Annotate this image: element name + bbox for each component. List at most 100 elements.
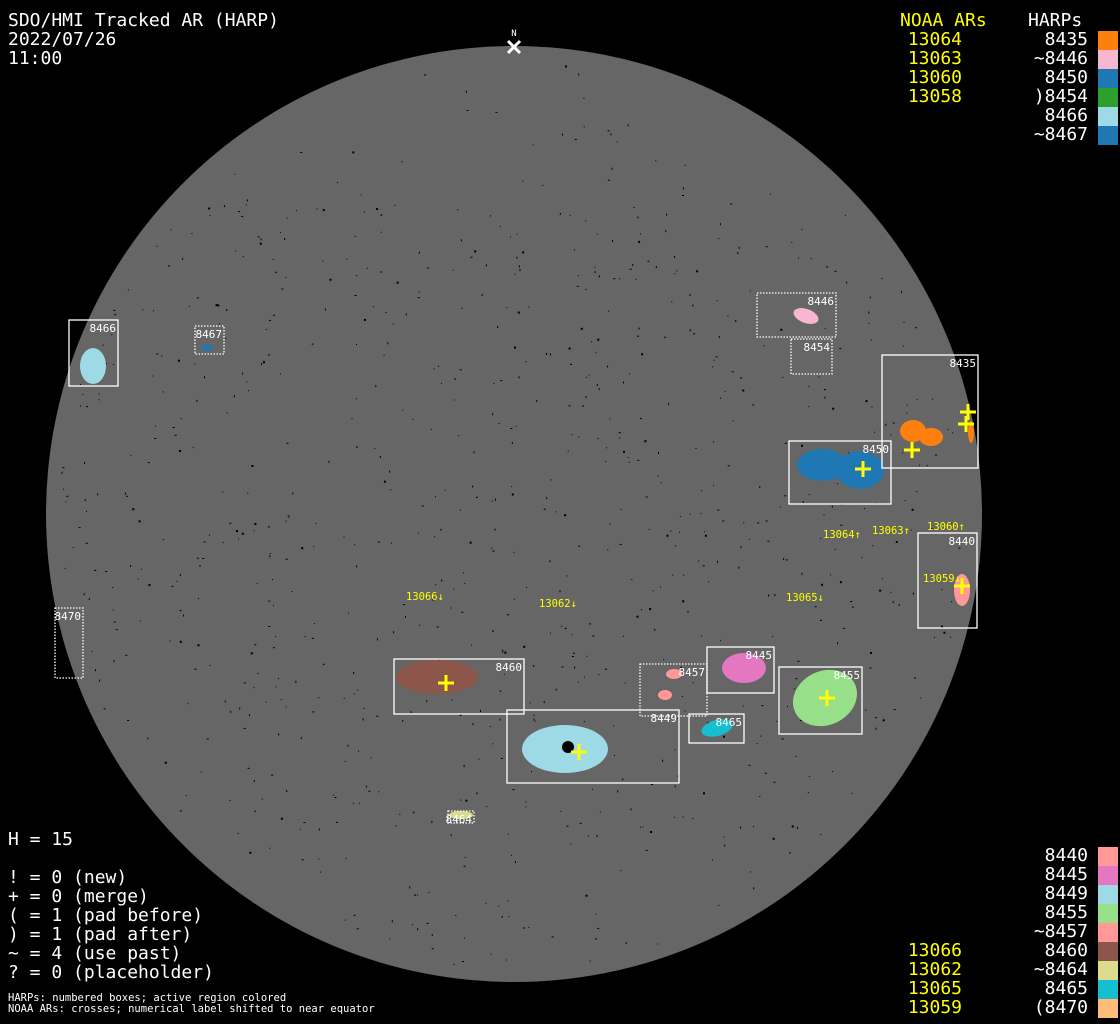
legend-harp: ~8467: [1033, 124, 1088, 145]
harp-box-8454: 8454: [790, 338, 833, 375]
legend-noaa: [900, 922, 962, 941]
harp-header: HARPs: [1028, 10, 1083, 31]
sunspot: [562, 741, 574, 753]
noaa-label: 13063↑: [872, 525, 910, 537]
region-8466: [80, 348, 106, 384]
legend-swatch: [1098, 942, 1118, 961]
noaa-label: 13066↓: [406, 591, 444, 603]
noaa-cross-icon: [855, 461, 871, 477]
harp-box-label: 8446: [808, 295, 835, 308]
region-8467: [201, 345, 213, 351]
noaa-cross-icon: [571, 744, 587, 760]
plot-title: SDO/HMI Tracked AR (HARP): [8, 10, 279, 31]
legend-harp: 8445: [1044, 864, 1088, 885]
harp-box-8445: 8445: [706, 646, 775, 694]
legend-harp: 8466: [1044, 105, 1088, 126]
legend-noaa: 13059: [907, 997, 962, 1018]
harp-box-label: 8460: [496, 661, 523, 674]
stat-line: ? = 0 (placeholder): [8, 962, 214, 983]
legend-noaa: [900, 884, 962, 903]
region-8450a: [797, 449, 847, 481]
north-marker-icon: [506, 39, 522, 55]
harp-box-8449: 8449: [506, 709, 680, 784]
noaa-label: 13062↓: [539, 598, 577, 610]
legend-noaa: 13064: [907, 29, 962, 50]
north-label: N: [511, 29, 516, 39]
legend-noaa: 13063: [907, 48, 962, 69]
harp-box-8450: 8450: [788, 440, 892, 505]
legend-swatch: [1098, 885, 1118, 904]
noaa-cross-icon: [819, 690, 835, 706]
noaa-label: 13059↓: [923, 573, 961, 585]
harp-box-8470: 8470: [54, 607, 84, 679]
region-8464: [449, 811, 473, 819]
noaa-cross-icon: [960, 404, 976, 420]
legend-harp: ~8457: [1033, 921, 1088, 942]
noaa-label: 13064↑: [823, 529, 861, 541]
legend-noaa: 13065: [907, 978, 962, 999]
legend-swatch: [1098, 904, 1118, 923]
noaa-cross-icon: [438, 675, 454, 691]
plot-date: 2022/07/26: [8, 29, 117, 50]
harp-box-label: 8454: [804, 341, 831, 354]
region-8435c: [968, 421, 974, 443]
harp-box-label: 8440: [949, 535, 976, 548]
legend-harp: 8449: [1044, 883, 1088, 904]
legend-harp: 8465: [1044, 978, 1088, 999]
note-harps: HARPs: numbered boxes; active region col…: [8, 992, 287, 1004]
stat-line: ) = 1 (pad after): [8, 924, 193, 945]
legend-swatch: [1098, 50, 1118, 69]
legend-swatch: [1098, 980, 1118, 999]
region-8460: [396, 660, 478, 694]
noaa-cross-icon: [958, 416, 974, 432]
legend-harp: 8455: [1044, 902, 1088, 923]
harp-box-8464: 8464: [446, 810, 475, 826]
legend-noaa: 13066: [907, 940, 962, 961]
legend-harp: ~8464: [1033, 959, 1088, 980]
legend-noaa: [900, 903, 962, 922]
harp-box-label: 8470: [55, 610, 82, 623]
harp-box-8466: 8466: [68, 319, 119, 387]
legend-swatch: [1098, 923, 1118, 942]
legend-swatch: [1098, 126, 1118, 145]
noaa-label: 13065↓: [786, 592, 824, 604]
magnetic-specks: [61, 65, 961, 965]
harp-box-label: 8466: [90, 322, 117, 335]
legend-swatch: [1098, 999, 1118, 1018]
harp-count: H = 15: [8, 829, 74, 850]
region-8445: [722, 653, 766, 683]
legend-noaa: [900, 125, 962, 144]
harp-box-label: 8435: [950, 357, 977, 370]
legend-harp: 8450: [1044, 67, 1088, 88]
region-8457a: [666, 669, 682, 679]
noaa-crosses: [438, 404, 976, 760]
plot-time: 11:00: [8, 48, 63, 69]
stat-line: ! = 0 (new): [8, 867, 128, 888]
harp-box-label: 8465: [716, 716, 743, 729]
legend-harp: 8440: [1044, 845, 1088, 866]
note-noaa: NOAA ARs: crosses; numerical label shift…: [8, 1003, 375, 1015]
noaa-header: NOAA ARs: [900, 10, 987, 31]
legend-swatch: [1098, 88, 1118, 107]
legend-noaa: [900, 865, 962, 884]
stat-line: ~ = 4 (use past): [8, 943, 182, 964]
legend-harp: 8460: [1044, 940, 1088, 961]
harp-box-label: 8455: [834, 669, 861, 682]
active-regions: [80, 308, 974, 819]
region-8446: [793, 308, 819, 324]
harp-box-label: 8457: [679, 666, 706, 679]
region-8465: [701, 719, 733, 737]
region-8457b: [658, 690, 672, 700]
region-8435b: [919, 428, 943, 446]
harp-box-8465: 8465: [688, 713, 745, 744]
legend-swatch: [1098, 866, 1118, 885]
legend-swatch: [1098, 107, 1118, 126]
legend-harp: (8470: [1033, 997, 1088, 1018]
harp-box-label: 8449: [651, 712, 678, 725]
legend-swatch: [1098, 847, 1118, 866]
legend-noaa: 13062: [907, 959, 962, 980]
legend-noaa: 13058: [907, 86, 962, 107]
noaa-cross-icon: [904, 442, 920, 458]
legend-swatch: [1098, 69, 1118, 88]
